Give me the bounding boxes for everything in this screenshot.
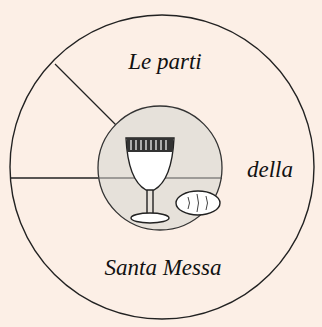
divider-line [10,177,222,178]
inner-circle [98,106,222,230]
segment-label: Santa Messa [105,255,222,281]
bread-cuts [188,194,208,212]
divider-line [55,64,116,125]
chalice-band-stripes [131,140,166,150]
chalice-stem [147,190,153,214]
chalice-base [131,213,169,223]
segment-label: della [247,157,293,183]
segment-label: Le parti [128,49,201,75]
chalice-band [127,138,173,152]
outer-circle [10,15,314,319]
chalice-cup [126,138,174,190]
bread-loaf [176,191,220,215]
